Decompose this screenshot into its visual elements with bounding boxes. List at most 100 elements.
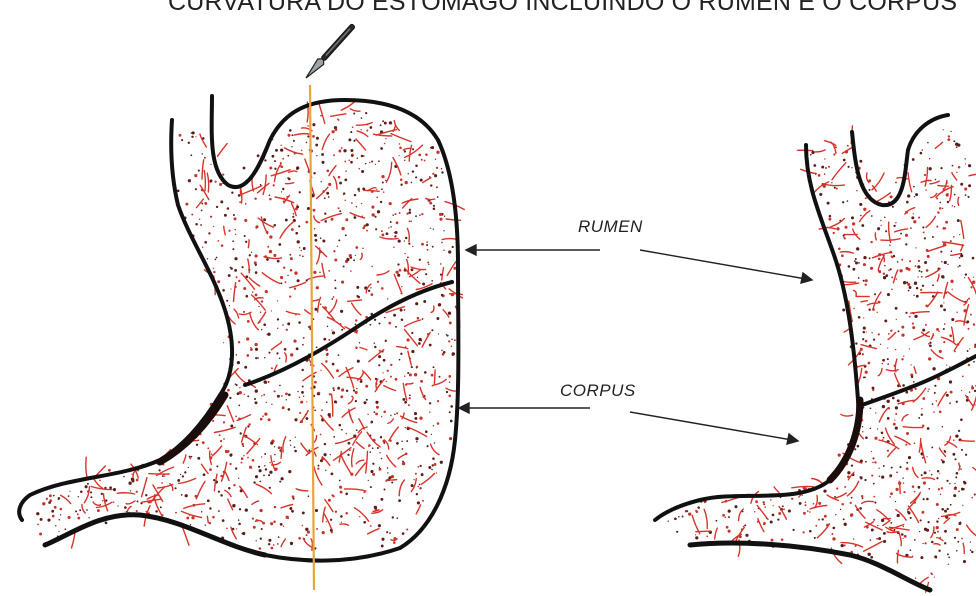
tissue-dot: [307, 531, 310, 534]
tissue-dot: [907, 194, 910, 197]
blood-vessel: [262, 273, 279, 284]
tissue-dot: [877, 312, 878, 313]
blood-vessel: [252, 501, 259, 505]
tissue-dot: [426, 244, 428, 246]
tissue-dot: [351, 396, 353, 398]
tissue-dot: [887, 450, 889, 452]
tissue-dot: [270, 442, 273, 445]
tissue-dot: [90, 496, 92, 498]
blood-vessel: [196, 481, 205, 499]
tissue-dot: [916, 287, 919, 290]
tissue-dot: [377, 210, 380, 213]
tissue-dot: [888, 333, 890, 335]
tissue-dot: [205, 524, 206, 525]
tissue-dot: [191, 214, 193, 216]
tissue-dot: [331, 298, 333, 300]
tissue-dot: [338, 354, 340, 356]
tissue-dot: [764, 506, 766, 508]
blood-vessel: [911, 312, 930, 314]
tissue-dot: [903, 356, 904, 357]
tissue-dot: [298, 321, 301, 324]
blood-vessel: [258, 183, 269, 192]
tissue-dot: [210, 164, 211, 165]
blood-vessel: [830, 219, 844, 228]
tissue-dot: [859, 203, 862, 206]
tissue-dot: [933, 411, 934, 412]
tissue-dot: [402, 462, 405, 465]
tissue-dot: [939, 350, 942, 353]
tissue-dot: [921, 474, 923, 476]
tissue-dot: [941, 275, 944, 278]
tissue-dot: [931, 573, 933, 575]
blood-vessel: [394, 274, 402, 293]
tissue-dot: [842, 308, 845, 311]
tissue-dot: [433, 366, 435, 368]
tissue-dot: [238, 478, 239, 479]
tissue-dot: [257, 154, 260, 157]
tissue-dot: [136, 510, 138, 512]
blood-vessel: [202, 464, 209, 473]
tissue-dot: [180, 474, 181, 475]
tissue-dot: [285, 281, 287, 283]
tissue-dot: [939, 202, 941, 204]
tissue-dot: [870, 539, 872, 541]
blood-vessel: [967, 525, 976, 539]
tissue-dot: [734, 505, 737, 508]
tissue-dot: [331, 329, 332, 330]
tissue-dot: [441, 168, 443, 170]
tissue-dot: [929, 470, 930, 471]
tissue-dot: [949, 334, 952, 337]
tissue-dot: [887, 347, 888, 348]
tissue-dot: [865, 340, 868, 343]
tissue-dot: [835, 514, 836, 515]
tissue-dot: [247, 457, 249, 459]
tissue-dot: [913, 381, 915, 383]
tissue-dot: [895, 222, 896, 223]
tissue-dot: [282, 158, 284, 160]
tissue-dot: [697, 506, 700, 509]
blood-vessel: [826, 228, 836, 229]
tissue-dot: [226, 300, 228, 302]
tissue-dot: [880, 344, 881, 345]
tissue-dot: [914, 315, 917, 318]
tissue-dot: [360, 129, 361, 130]
blood-vessel: [867, 173, 869, 183]
tissue-dot: [262, 415, 264, 417]
tissue-dot: [312, 123, 315, 126]
tissue-dot: [328, 339, 330, 341]
tissue-dot: [968, 164, 971, 167]
tissue-dot: [181, 494, 183, 496]
tissue-dot: [409, 220, 411, 222]
tissue-dot: [279, 357, 281, 359]
tissue-dot: [834, 496, 835, 497]
tissue-dot: [290, 542, 293, 545]
tissue-dot: [844, 237, 846, 239]
blood-vessel: [368, 529, 379, 534]
blood-vessel: [937, 538, 943, 541]
tissue-dot: [408, 404, 410, 406]
tissue-dot: [383, 488, 385, 490]
blood-vessel: [84, 487, 89, 503]
tissue-dot: [247, 425, 249, 427]
tissue-dot: [350, 161, 353, 164]
tissue-dot: [431, 469, 433, 471]
blood-vessel: [832, 163, 846, 180]
tissue-dot: [315, 144, 318, 147]
tissue-dot: [947, 201, 949, 203]
blood-vessel: [307, 276, 324, 279]
tissue-dot: [227, 207, 230, 210]
tissue-dot: [195, 188, 197, 190]
tissue-dot: [269, 462, 270, 463]
tissue-dot: [238, 280, 240, 282]
tissue-dot: [340, 395, 343, 398]
tissue-dot: [181, 139, 183, 141]
blood-vessel: [386, 162, 391, 182]
tissue-dot: [87, 483, 89, 485]
tissue-dot: [222, 173, 224, 175]
blood-vessel: [360, 253, 362, 259]
tissue-dot: [870, 428, 872, 430]
tissue-dot: [330, 519, 332, 521]
tissue-dot: [340, 515, 343, 518]
tissue-dot: [288, 393, 291, 396]
tissue-dot: [109, 486, 112, 489]
